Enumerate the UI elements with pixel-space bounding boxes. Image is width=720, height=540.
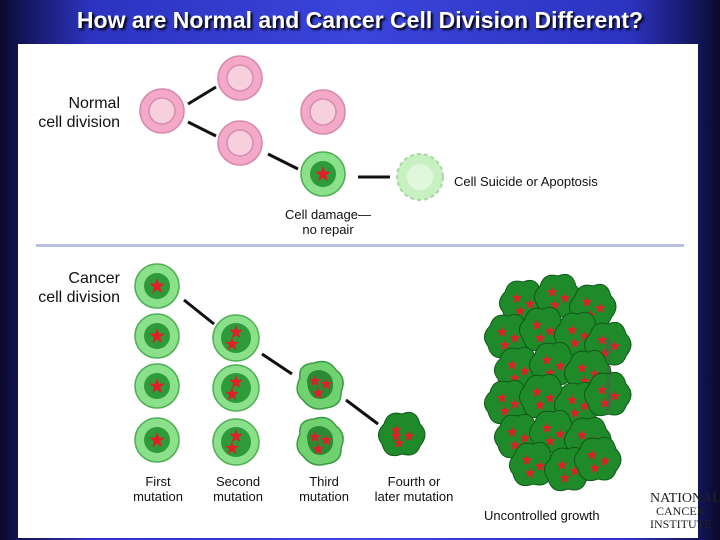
apoptosis-label: Cell Suicide or Apoptosis — [454, 174, 598, 189]
second-mutation-line2: mutation — [213, 489, 263, 504]
normal-label-line2: cell division — [38, 114, 120, 131]
third-mutation-line2: mutation — [299, 489, 349, 504]
cell-damage-line2: no repair — [302, 222, 354, 237]
nci-logo: NATIONAL CANCER INSTITUTE — [650, 491, 720, 532]
third-mutation-cell-1 — [297, 362, 343, 409]
fourth-mutation-line1: Fourth or — [387, 474, 441, 489]
slide-title: How are Normal and Cancer Cell Division … — [76, 7, 644, 33]
cell-damage-label: Cell damage— no repair — [268, 207, 388, 237]
second-mutation-cell-1 — [213, 315, 259, 361]
first-mutation-line2: mutation — [133, 489, 183, 504]
second-mutation-line1: Second — [215, 474, 261, 489]
uncontrolled-growth-label: Uncontrolled growth — [484, 508, 600, 523]
first-mutation-line1: First — [145, 474, 171, 489]
arrow-to-damaged-cell — [267, 152, 299, 171]
logo-line2: CANCER — [656, 504, 705, 518]
cell-damage-line1: Cell damage— — [285, 207, 371, 222]
logo-line3: INSTITUTE — [650, 517, 712, 531]
section-divider — [36, 244, 684, 247]
normal-daughter-cell-top — [217, 55, 263, 101]
cancer-cell-1 — [135, 264, 179, 308]
second-mutation-cell-2 — [213, 365, 259, 411]
third-mutation-line1: Third — [309, 474, 339, 489]
second-mutation-label: Second mutation — [200, 474, 276, 504]
normal-label: Normal cell division — [0, 94, 120, 132]
apoptosis-cell — [396, 153, 444, 201]
normal-arrow-down — [187, 120, 217, 138]
normal-arrow-up — [187, 85, 217, 106]
copyright-text: Terese Winslow © 2000 — [606, 338, 613, 412]
fourth-mutation-label: Fourth or later mutation — [362, 474, 466, 504]
normal-daughter-cell-bottom — [217, 120, 263, 166]
fourth-mutation-cell — [378, 412, 425, 455]
diagram-drawing — [18, 55, 698, 538]
cancer-label-line1: Cancer — [68, 270, 120, 287]
cancer-cell-4 — [135, 418, 179, 462]
normal-label-line1: Normal — [68, 95, 120, 112]
second-mutation-cell-3 — [213, 419, 259, 465]
cancer-cell-3 — [135, 364, 179, 408]
third-mutation-cell-2 — [297, 418, 343, 465]
cancer-label-line2: cell division — [38, 289, 120, 306]
arrow-to-second — [183, 298, 215, 326]
arrow-to-fourth — [345, 398, 379, 426]
cancer-label: Cancer cell division — [0, 269, 120, 307]
damaged-cell — [301, 152, 345, 196]
normal-parent-cell — [139, 88, 185, 134]
third-mutation-label: Third mutation — [286, 474, 362, 504]
cancer-cell-2 — [135, 314, 179, 358]
fourth-mutation-line2: later mutation — [374, 489, 454, 504]
diagram-panel: Normal cell division Cell Suicide or Apo… — [18, 44, 720, 538]
logo-line1: NATIONAL — [650, 491, 720, 506]
normal-right-cell — [300, 89, 346, 135]
first-mutation-label: First mutation — [120, 474, 196, 504]
arrow-to-third — [261, 352, 293, 376]
